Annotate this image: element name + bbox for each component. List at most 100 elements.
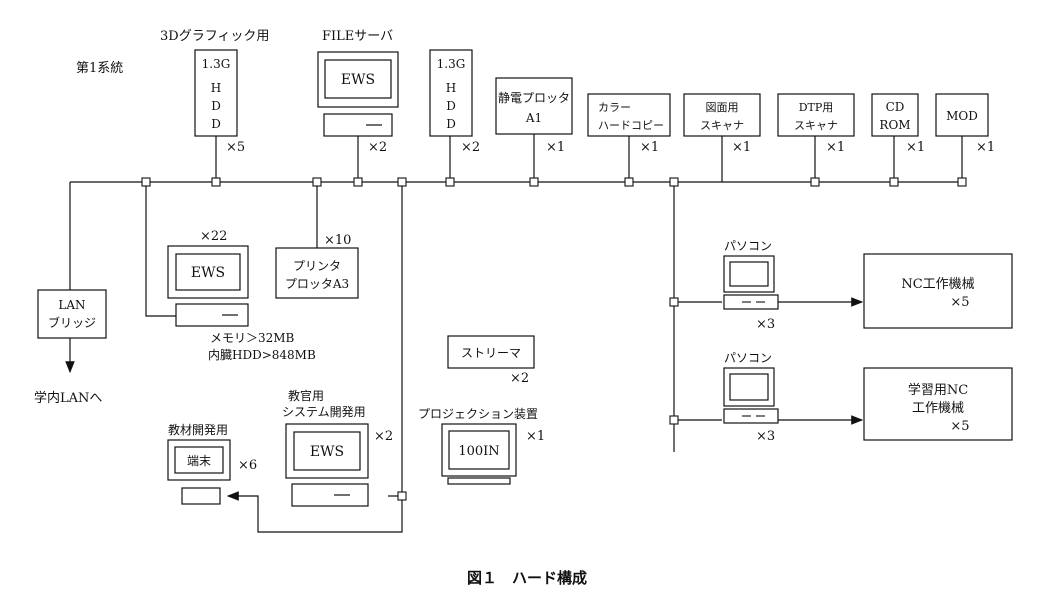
ews22-count: ×22 — [200, 229, 227, 244]
projector-screen — [448, 430, 510, 470]
scanner-dtp-box — [777, 93, 855, 137]
junction — [624, 177, 634, 187]
ews22-group: ×22 EWS メモリ＞32MB 内臓HDD>848MB — [167, 229, 316, 362]
hdd-2-line: 1.3G — [437, 57, 466, 71]
hdd-2-line: H — [446, 81, 456, 95]
material-terminal-label: 教材開発用 — [168, 422, 228, 437]
file-server-base — [323, 113, 393, 137]
junction — [810, 177, 820, 187]
pc2-label: パソコン — [724, 351, 772, 365]
junction — [397, 177, 407, 187]
mod-box — [935, 93, 989, 137]
junction — [889, 177, 899, 187]
pc1-label: パソコン — [724, 239, 772, 253]
hdd-3d-line: D — [211, 117, 221, 131]
hdd-2-line: D — [446, 99, 456, 113]
junction — [669, 177, 679, 187]
plotter-box — [495, 77, 573, 135]
scanner-drawing-group: 図面用 スキャナ ×1 — [683, 93, 761, 155]
nc2-line: 学習用NC — [908, 382, 968, 398]
projector-count: ×1 — [526, 429, 545, 444]
color-copy-line: カラー — [598, 101, 631, 114]
junction — [529, 177, 539, 187]
cdrom-group: CD ROM ×1 — [871, 93, 925, 155]
pc1-group: パソコン ×3 — [723, 239, 779, 332]
scanner-drawing-count: ×1 — [732, 140, 751, 155]
printer-group: ×10 プリンタ プロッタA3 — [275, 233, 359, 299]
junction — [669, 415, 679, 425]
material-terminal-screen — [174, 446, 224, 474]
hdd-2-count: ×2 — [461, 140, 480, 155]
plotter-count: ×1 — [546, 140, 565, 155]
pc1-count: ×3 — [756, 317, 775, 332]
figure-caption: 図１ ハード構成 — [467, 569, 587, 587]
junction — [141, 177, 151, 187]
plotter-line: 静電プロッタ — [498, 91, 570, 105]
color-copy-count: ×1 — [640, 140, 659, 155]
streamer-label: ストリーマ — [461, 346, 521, 360]
projector-screen-text: 100IN — [458, 444, 499, 459]
plotter-group: 静電プロッタ A1 ×1 — [495, 77, 573, 155]
junction — [669, 297, 679, 307]
junction — [445, 177, 455, 187]
material-terminal-screen-text: 端末 — [187, 454, 211, 468]
teacher-ews-label: システム開発用 — [282, 405, 366, 419]
streamer-count: ×2 — [510, 371, 529, 386]
printer-box — [275, 247, 359, 299]
campus-lan-label: 学内LANへ — [34, 390, 102, 406]
scanner-drawing-line: スキャナ — [700, 119, 744, 132]
teacher-ews-label: 教官用 — [288, 388, 324, 403]
teacher-ews-base — [291, 483, 369, 507]
pc2-group: パソコン ×3 — [723, 351, 779, 444]
cdrom-line: ROM — [879, 118, 910, 132]
nc2-line: 工作機械 — [912, 401, 964, 416]
cdrom-box — [871, 93, 919, 137]
scanner-dtp-count: ×1 — [826, 140, 845, 155]
ews22-screen-text: EWS — [191, 265, 225, 281]
nc1-group: NC工作機械 ×5 — [863, 253, 1013, 329]
cdrom-line: CD — [886, 100, 905, 114]
file-server-count: ×2 — [368, 140, 387, 155]
teacher-ews-screen — [293, 431, 361, 471]
conn-ews22 — [145, 182, 176, 317]
material-terminal-count: ×6 — [238, 458, 257, 473]
ews22-screen — [175, 253, 241, 291]
projector-label: プロジェクション装置 — [418, 407, 538, 421]
printer-count: ×10 — [324, 233, 351, 248]
junction — [211, 177, 221, 187]
file-server-label: FILEサーバ — [322, 29, 393, 44]
teacher-ews-group: 教官用 システム開発用 EWS ×2 — [282, 388, 393, 507]
hdd-3d-group: 3Dグラフィック用 1.3G H D D ×5 — [160, 29, 269, 155]
hdd-3d-line: D — [211, 99, 221, 113]
lan-bridge-group: LAN ブリッジ 学内LANへ — [34, 289, 107, 406]
nc1-line: ×5 — [950, 295, 969, 310]
hdd-3d-line: 1.3G — [202, 57, 231, 71]
file-server-screen-text: EWS — [341, 72, 375, 88]
hdd-2-group: 1.3G H D D ×2 — [429, 49, 480, 155]
hdd-3d-box — [194, 49, 238, 137]
streamer-box — [447, 335, 535, 369]
color-copy-line: ハードコピー — [598, 119, 664, 132]
cdrom-count: ×1 — [906, 140, 925, 155]
file-server-screen — [324, 59, 392, 99]
pc2-screen — [729, 373, 769, 401]
teacher-ews-screen-text: EWS — [310, 444, 344, 460]
lan-bridge-line: ブリッジ — [48, 315, 96, 330]
hdd-3d-label: 3Dグラフィック用 — [160, 29, 269, 44]
printer-line: プロッタA3 — [285, 277, 349, 291]
hdd-3d-count: ×5 — [226, 140, 245, 155]
nc2-box — [863, 367, 1013, 441]
lan-bridge-line: LAN — [58, 298, 85, 312]
material-terminal-group: 教材開発用 端末 ×6 — [167, 422, 257, 505]
projector-group: プロジェクション装置 100IN ×1 — [418, 407, 545, 485]
scanner-dtp-group: DTP用 スキャナ ×1 — [777, 93, 855, 155]
color-copy-box — [587, 93, 671, 137]
material-terminal-base — [181, 487, 221, 505]
color-copy-group: カラー ハードコピー ×1 — [587, 93, 671, 155]
projector-stand — [447, 477, 511, 485]
nc1-box — [863, 253, 1013, 329]
scanner-drawing-box — [683, 93, 761, 137]
hdd-2-box — [429, 49, 473, 137]
file-server-group: FILEサーバ EWS ×2 — [317, 29, 399, 155]
